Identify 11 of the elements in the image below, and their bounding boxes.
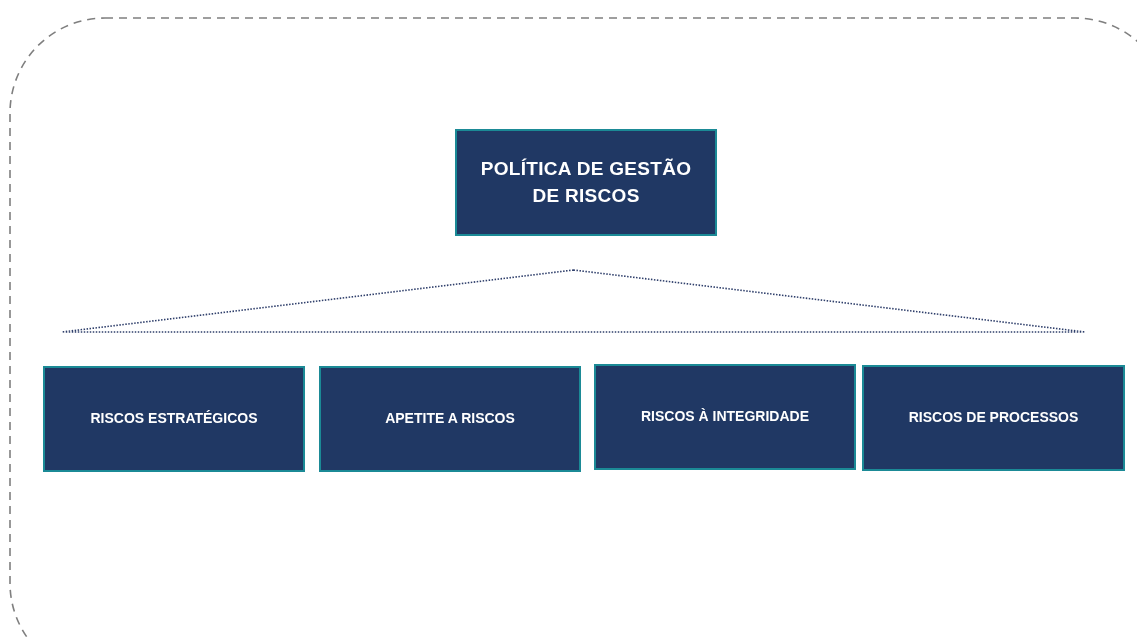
process-box [862, 365, 1125, 471]
box-label: RISCOS DE PROCESSOS [908, 408, 1079, 428]
process-box [319, 366, 581, 472]
process-box [594, 364, 856, 470]
box-label: APETITE A RISCOS [385, 409, 515, 429]
box-label: RISCOS À INTEGRIDADE [641, 407, 809, 427]
process-box [43, 366, 305, 472]
process-box [455, 129, 717, 236]
box-label: POLÍTICA DE GESTÃO DE RISCOS [479, 156, 693, 208]
dotted-triangle [61, 269, 1086, 333]
box-label: RISCOS ESTRATÉGICOS [90, 409, 258, 429]
